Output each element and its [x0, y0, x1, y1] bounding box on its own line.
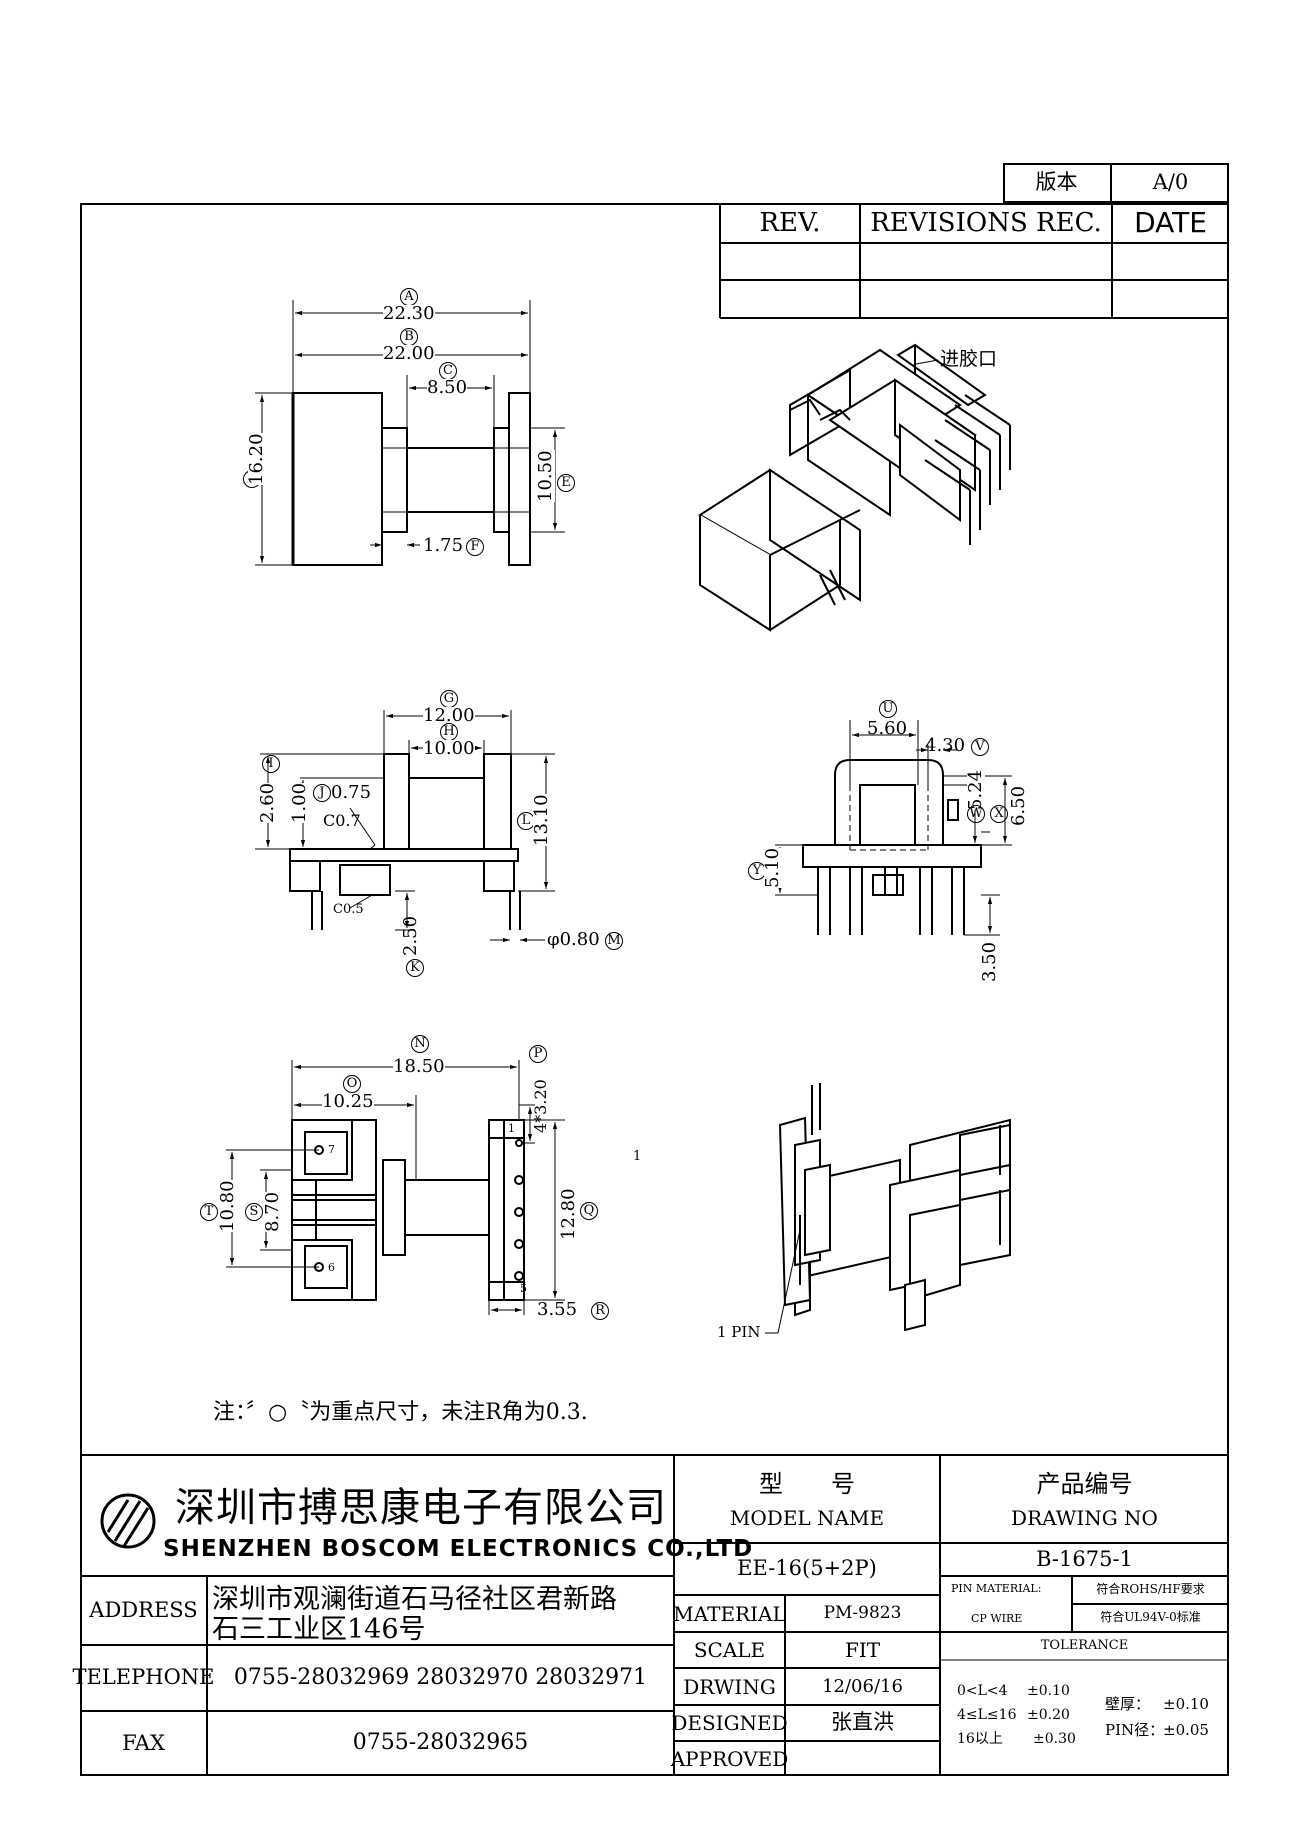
version-box — [1003, 163, 1229, 203]
dim-label-o: O — [343, 1075, 361, 1093]
tolerance-label: TOLERANCE — [1040, 1637, 1129, 1653]
dim-label-k: K — [406, 959, 424, 977]
dim-label-s: S — [245, 1203, 263, 1221]
dim-value-a: 22.30 — [383, 303, 435, 324]
address-label: ADDRESS — [89, 1597, 198, 1622]
rev-header: REV. — [759, 207, 821, 238]
revisions-rec-header: REVISIONS REC. — [870, 207, 1102, 238]
dim-value-v: 4.30 — [925, 735, 966, 756]
isometric-view-top — [698, 343, 987, 632]
tolerance-value-3: ±0.30 — [1033, 1731, 1076, 1747]
dim-label-n: N — [411, 1035, 429, 1053]
drawing-date-value: 12/06/16 — [822, 1675, 903, 1697]
wall-thickness-value: ±0.10 — [1163, 1695, 1209, 1713]
dim-value-r: 3.55 — [537, 1299, 578, 1320]
tolerance-value-2: ±0.20 — [1027, 1707, 1070, 1723]
dim-value-f: 1.75 — [423, 535, 464, 556]
dim-value-h: 10.00 — [423, 738, 475, 759]
dim-label-f: F — [466, 538, 484, 556]
chamfer-c07: C0.7 — [323, 811, 361, 830]
tolerance-value-1: ±0.10 — [1027, 1683, 1070, 1699]
pin1-callout: 1 PIN — [717, 1323, 761, 1341]
rohs-compliance: 符合ROHS/HF要求 — [1096, 1582, 1205, 1597]
isometric-view-bottom — [778, 1116, 1011, 1332]
fax-value: 0755-28032965 — [352, 1730, 529, 1756]
drawing-no-value: B-1675-1 — [1036, 1546, 1133, 1571]
dim-value-c: 8.50 — [427, 377, 468, 398]
model-name-en: MODEL NAME — [729, 1506, 885, 1530]
address-line1: 深圳市观澜街道石马径社区君新路 — [212, 1584, 617, 1615]
company-name-en: SHENZHEN BOSCOM ELECTRONICS CO.,LTD — [163, 1536, 754, 1562]
dim-value-m: φ0.80 — [547, 929, 600, 950]
drawing-frame — [80, 203, 1229, 1776]
dim-value-o: 10.25 — [322, 1091, 374, 1112]
tolerance-range-1: 0<L<4 — [957, 1683, 1008, 1699]
pin-number-6: 6 — [328, 1261, 335, 1274]
dim-label-m: M — [605, 932, 623, 950]
dim-value-n: 18.50 — [393, 1056, 445, 1077]
top-view — [291, 392, 531, 566]
version-divider — [1110, 163, 1112, 203]
drawing-note: 注：〞○〝为重点尺寸，未注R角为0.3. — [213, 1400, 588, 1425]
gate-callout: 进胶口 — [940, 348, 998, 370]
model-name-cn: 型 号 — [759, 1470, 855, 1498]
dim-value-b: 22.00 — [383, 343, 435, 364]
date-header: DATE — [1134, 205, 1207, 239]
dim-label-q: Q — [580, 1202, 598, 1220]
scale-value: FIT — [844, 1638, 881, 1662]
dim-label-i: I — [262, 755, 280, 773]
company-name-cn: 深圳市搏思康电子有限公司 — [175, 1485, 667, 1531]
pin-material-label: PIN MATERIAL: — [951, 1582, 1042, 1595]
telephone-label: TELEPHONE — [72, 1665, 215, 1690]
dim-value-u: 5.60 — [867, 718, 908, 739]
tolerance-range-3: 16以上 — [957, 1731, 1003, 1747]
designed-value: 张直洪 — [831, 1710, 894, 1735]
company-logo — [100, 1493, 156, 1549]
scale-label: SCALE — [693, 1638, 766, 1662]
dim-label-x: X — [990, 805, 1008, 823]
version-value: A/0 — [1152, 170, 1189, 195]
version-label: 版本 — [1035, 170, 1078, 195]
dim-value-g: 12.00 — [423, 705, 475, 726]
model-value: EE-16(5+2P) — [737, 1556, 877, 1581]
designed-label: DESIGNED — [671, 1711, 788, 1735]
tolerance-range-2: 4≤L≤16 — [957, 1707, 1017, 1723]
pin-number-7: 7 — [328, 1143, 335, 1156]
pin-diameter-label: PIN径： — [1105, 1721, 1165, 1739]
wall-thickness-label: 壁厚： — [1105, 1695, 1151, 1713]
pin-number-1: 1 — [508, 1122, 515, 1135]
pin-diameter-value: ±0.05 — [1163, 1721, 1209, 1739]
fax-label: FAX — [122, 1730, 165, 1755]
dim-label-e: E — [557, 474, 575, 492]
drawing-no-en: DRAWING NO — [1011, 1506, 1158, 1530]
stray-mark: 1 — [633, 1149, 642, 1164]
bottom-view — [291, 1119, 525, 1301]
material-label: MATERIAL — [673, 1601, 786, 1626]
drawing-no-cn: 产品编号 — [1036, 1470, 1133, 1498]
address-line2: 石三工业区146号 — [212, 1614, 426, 1645]
dim-value-j: 0.75 — [331, 782, 372, 803]
material-value: PM-9823 — [823, 1603, 902, 1624]
front-view — [802, 759, 982, 935]
telephone-value: 0755-28032969 28032970 28032971 — [233, 1664, 648, 1690]
dim-label-j: J — [313, 784, 331, 802]
drawing-date-label: DRWING — [683, 1674, 776, 1699]
dim-label-t: T — [200, 1203, 218, 1221]
chamfer-c05: C0.5 — [333, 902, 364, 917]
approved-label: APPROVED — [670, 1746, 789, 1771]
dim-label-r: R — [591, 1302, 609, 1320]
dim-label-v: V — [971, 738, 989, 756]
pin-number-5: 5 — [520, 1282, 527, 1295]
pin-material-value: CP WIRE — [971, 1612, 1023, 1625]
dim-label-u: U — [879, 700, 897, 718]
dim-label-w: W — [967, 805, 985, 823]
dim-label-p: P — [529, 1045, 547, 1063]
ul-compliance: 符合UL94V-0标准 — [1100, 1610, 1201, 1625]
